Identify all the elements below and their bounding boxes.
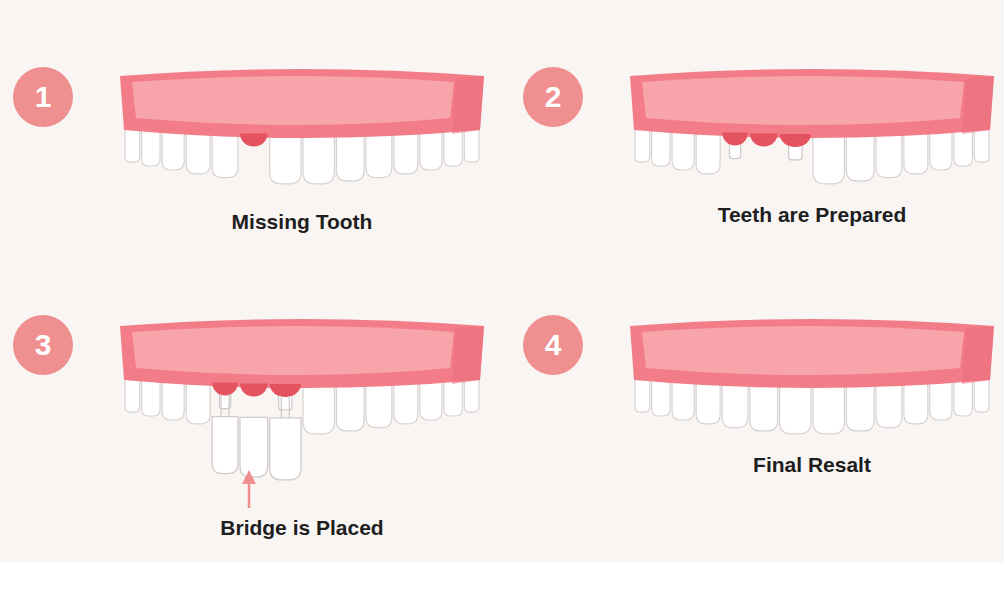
step-number-circle: 3 xyxy=(13,315,73,375)
gum-shade xyxy=(452,76,484,134)
gum-socket xyxy=(722,133,748,146)
jaw xyxy=(630,319,994,434)
tooth xyxy=(303,380,334,434)
step-number-circle: 1 xyxy=(13,67,73,127)
gum-socket xyxy=(270,384,301,397)
tooth xyxy=(813,380,844,434)
gum xyxy=(630,319,994,388)
gum-socket xyxy=(750,133,778,146)
jaws xyxy=(120,69,994,480)
tooth xyxy=(813,130,844,184)
arrow-shaft xyxy=(248,482,251,508)
tooth xyxy=(270,130,301,184)
step-number: 4 xyxy=(545,330,562,360)
gum-socket xyxy=(212,383,238,396)
gum-shade xyxy=(962,326,994,384)
jaw xyxy=(120,69,484,184)
gum-highlight xyxy=(642,326,964,375)
step-number: 3 xyxy=(35,330,52,360)
step-caption: Bridge is Placed xyxy=(220,515,383,540)
bridge-tooth xyxy=(240,417,268,477)
arrow-head xyxy=(242,470,256,484)
gum-socket xyxy=(780,134,811,147)
gum-socket xyxy=(240,383,268,396)
pointer-arrow xyxy=(242,470,256,508)
tooth xyxy=(303,130,334,184)
step-caption: Final Resalt xyxy=(753,452,871,477)
background xyxy=(0,0,1004,562)
step-caption: Missing Tooth xyxy=(232,209,373,234)
step-number: 1 xyxy=(35,82,52,112)
tooth xyxy=(780,380,811,434)
gum-shade xyxy=(962,76,994,134)
gum-highlight xyxy=(642,76,964,125)
gum-highlight xyxy=(132,326,454,375)
gum xyxy=(120,319,484,388)
gum-highlight xyxy=(132,76,454,125)
bridge-tooth xyxy=(270,418,301,480)
gum xyxy=(630,69,994,138)
jaw xyxy=(630,69,994,184)
gum xyxy=(120,69,484,138)
step-number-circle: 4 xyxy=(523,315,583,375)
jaw xyxy=(120,319,484,480)
step-number-circle: 2 xyxy=(523,67,583,127)
bridge-tooth xyxy=(212,417,238,474)
gum-shade xyxy=(452,326,484,384)
gum-socket xyxy=(240,133,268,146)
step-caption: Teeth are Prepared xyxy=(718,202,907,227)
step-number: 2 xyxy=(545,82,562,112)
